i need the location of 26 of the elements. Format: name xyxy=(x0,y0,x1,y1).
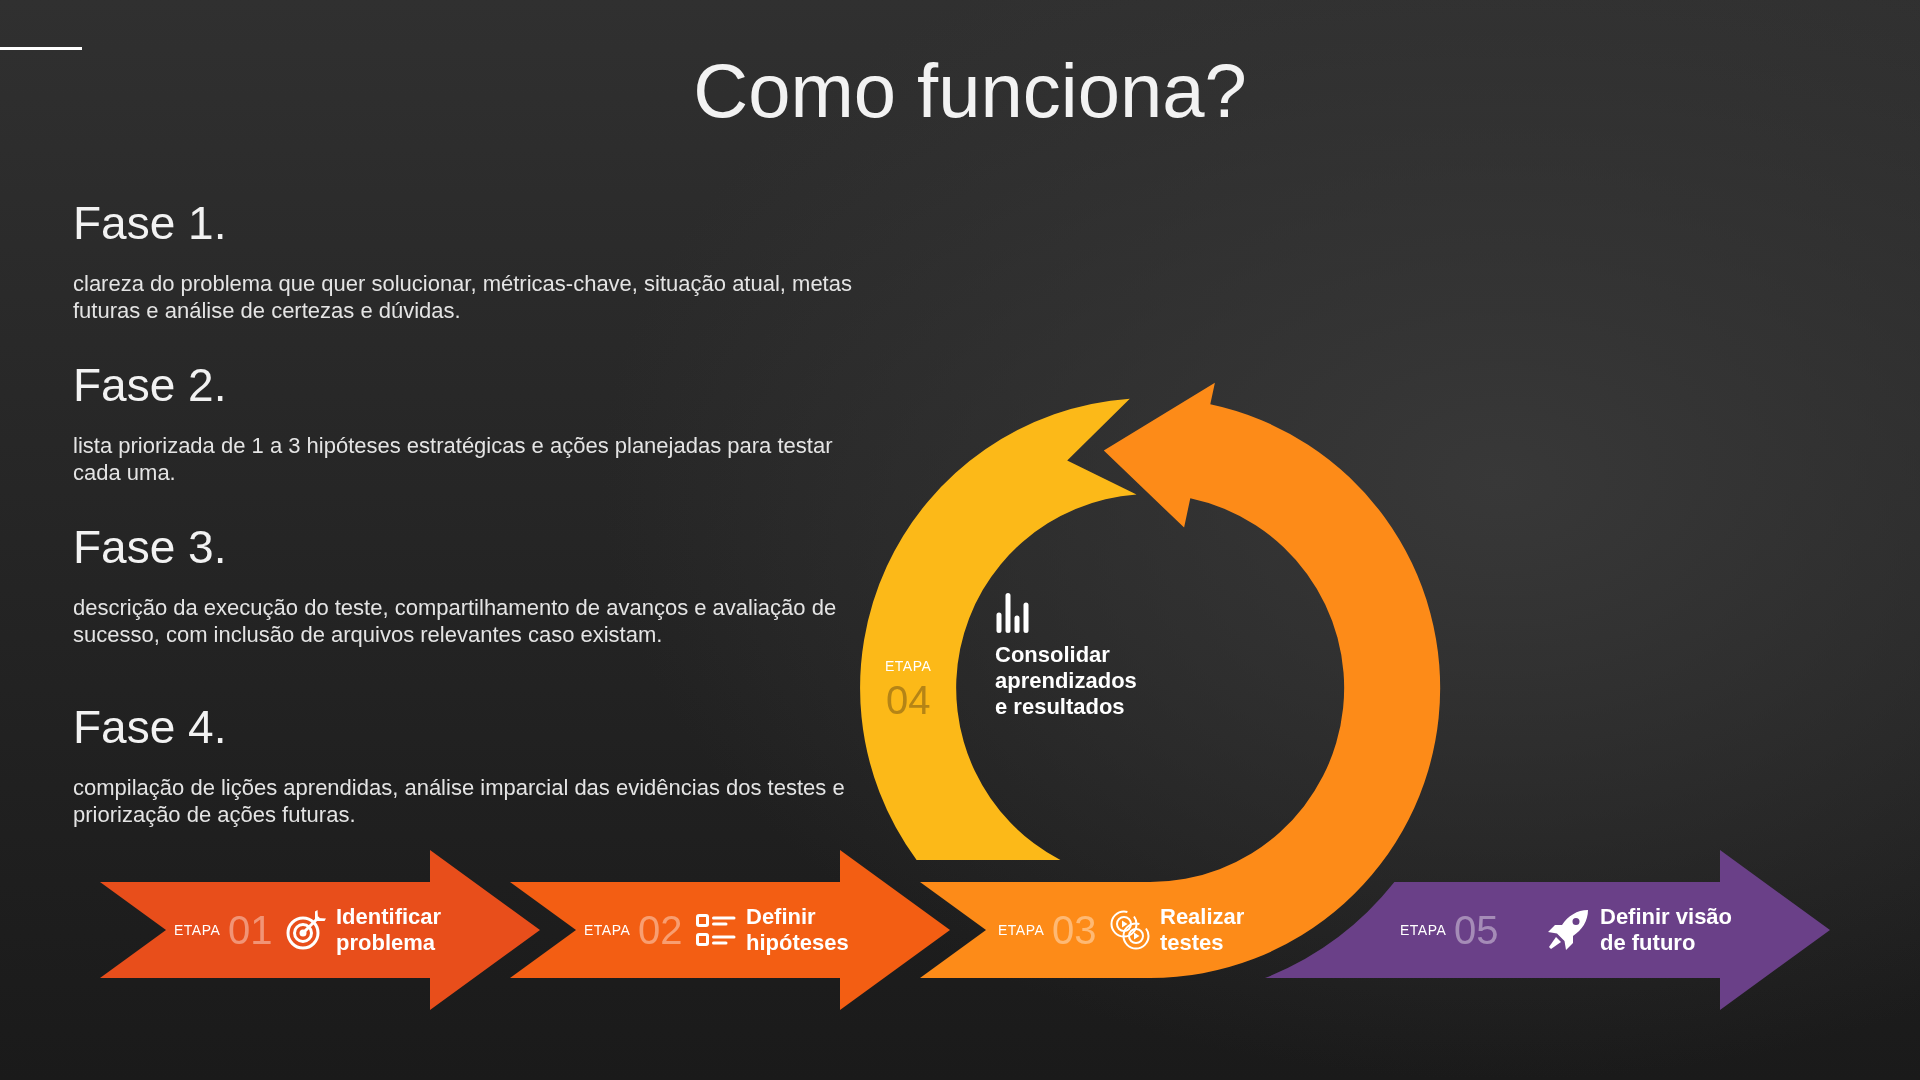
stage-label: ETAPA xyxy=(584,922,631,938)
phase-heading: Fase 2. xyxy=(73,358,227,412)
stage-title: Definir hipóteses xyxy=(746,904,850,956)
stage-number: 01 xyxy=(228,907,273,953)
arrow-shape xyxy=(100,850,540,1010)
stage-number: 02 xyxy=(638,907,683,953)
stage-title: Identificar problema xyxy=(336,904,443,956)
stage-label: ETAPA xyxy=(885,658,932,674)
stage-number: 05 xyxy=(1454,907,1499,953)
stage-title: Realizar testes xyxy=(1160,904,1246,956)
phase-description: lista priorizada de 1 a 3 hipóteses estratégicas e ações planejadas para testar cada uma. xyxy=(73,432,834,486)
phase-description: clareza do problema que quer solucionar, métricas-chave, situação atual, metas futuras e análise de certezas e dúvidas. xyxy=(73,270,853,324)
stage-label: ETAPA xyxy=(1400,922,1447,938)
page-title: Como funciona? xyxy=(693,47,1247,135)
arrow-shape xyxy=(510,850,950,1010)
phase-heading: Fase 3. xyxy=(73,520,227,574)
stage-number: 03 xyxy=(1052,907,1097,953)
phase-heading: Fase 4. xyxy=(73,700,227,754)
stage-title: Consolidar aprendizados e resultados xyxy=(995,642,1138,720)
stage-label: ETAPA xyxy=(174,922,221,938)
phase-heading: Fase 1. xyxy=(73,196,227,250)
stage-number: 04 xyxy=(886,677,931,723)
phase-description: compilação de lições aprendidas, análise imparcial das evidências dos testes e priorização de ações futuras. xyxy=(73,774,846,828)
phase-description: descrição da execução do teste, compartilhamento de avanços e avaliação de sucesso, com inclusão de arquivos relevantes caso existam. xyxy=(73,594,838,648)
stage-label: ETAPA xyxy=(998,922,1045,938)
stage-title: Definir visão de futuro xyxy=(1600,904,1734,956)
